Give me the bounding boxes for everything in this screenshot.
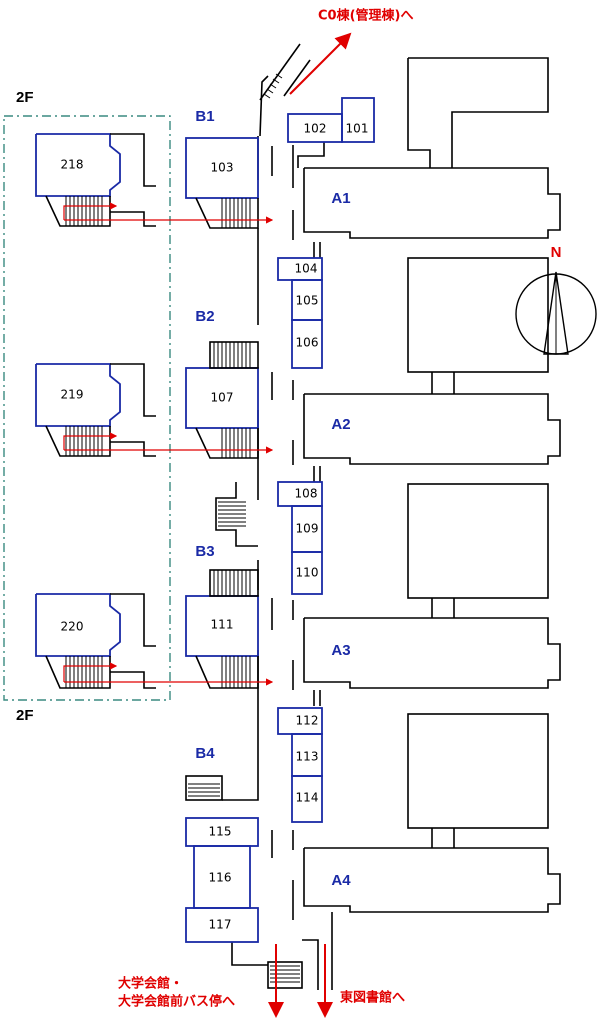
room-114 xyxy=(291,775,323,823)
rooms-blue xyxy=(185,97,375,943)
building-label-a4: A4 xyxy=(331,872,351,889)
room-label-218: 218 xyxy=(61,158,84,172)
compass xyxy=(515,271,597,355)
building-label-b4: B4 xyxy=(195,745,215,762)
building-a3 xyxy=(303,483,561,689)
room-106 xyxy=(291,319,323,369)
building-label-b1: B1 xyxy=(195,108,214,125)
building-a4 xyxy=(303,713,561,913)
floor-label-bottom: 2F xyxy=(16,707,34,724)
building-label-a3: A3 xyxy=(331,642,350,659)
room-label-115: 115 xyxy=(209,825,232,839)
second-floor-boundary xyxy=(3,115,171,701)
building-label-b2: B2 xyxy=(195,308,214,325)
room-label-109: 109 xyxy=(296,522,319,536)
destination-hall-line2: 大学会館前バス停へ xyxy=(118,994,235,1010)
room-label-101: 101 xyxy=(346,122,369,136)
room-101 xyxy=(341,97,375,143)
destination-hall-line1: 大学会館・ xyxy=(118,976,183,992)
destination-c0: C0棟(管理棟)へ xyxy=(318,8,413,24)
room-label-111: 111 xyxy=(211,618,234,632)
building-a2 xyxy=(303,257,561,465)
room-label-116: 116 xyxy=(209,871,232,885)
building-label-a2: A2 xyxy=(331,416,350,433)
room-label-114: 114 xyxy=(296,791,319,805)
room-110 xyxy=(291,551,323,595)
room-label-102: 102 xyxy=(304,122,327,136)
room-label-220: 220 xyxy=(61,620,84,634)
room-label-103: 103 xyxy=(211,161,234,175)
room-label-105: 105 xyxy=(296,294,319,308)
building-a1 xyxy=(303,57,561,239)
room-220-block xyxy=(35,593,156,689)
room-218-block xyxy=(35,133,156,227)
room-label-108: 108 xyxy=(295,487,318,501)
room-label-110: 110 xyxy=(296,566,319,580)
room-117 xyxy=(185,907,259,943)
compass-north-label: N xyxy=(551,244,562,261)
building-label-a1: A1 xyxy=(331,190,350,207)
c0-direction-arrow xyxy=(289,32,352,95)
room-label-112: 112 xyxy=(296,714,319,728)
second-floor-rooms xyxy=(35,133,156,689)
room-label-104: 104 xyxy=(295,262,318,276)
room-label-107: 107 xyxy=(211,391,234,405)
room-label-106: 106 xyxy=(296,336,319,350)
north-entry xyxy=(259,43,311,101)
destination-library: 東図書館へ xyxy=(340,990,405,1006)
room-label-113: 113 xyxy=(296,750,319,764)
floor-connector-arrows xyxy=(63,202,274,686)
room-label-117: 117 xyxy=(209,918,232,932)
main-corridor xyxy=(222,75,325,966)
room-219-block xyxy=(35,363,156,457)
building-label-b3: B3 xyxy=(195,543,214,560)
room-label-219: 219 xyxy=(61,388,84,402)
b-block-stairs xyxy=(185,197,333,990)
floor-label-top: 2F xyxy=(16,89,34,106)
